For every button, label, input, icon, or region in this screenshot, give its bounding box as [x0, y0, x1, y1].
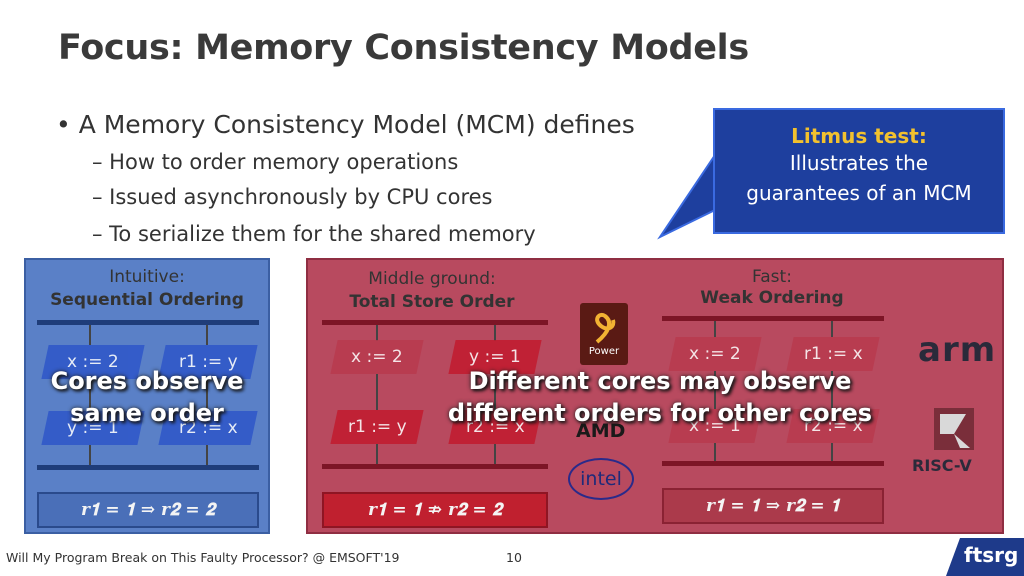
sc-arrow-5: [89, 445, 91, 465]
sub-bullet-1: – How to order memory operations: [92, 150, 459, 174]
sub-bullet-3: – To serialize them for the shared memor…: [92, 222, 536, 246]
bullet-main: • A Memory Consistency Model (MCM) defin…: [56, 110, 635, 139]
intel-logo: intel: [568, 458, 634, 500]
wo-arrow-5: [714, 443, 716, 461]
sc-label: Intuitive:: [109, 267, 185, 287]
tso-arrow-1: [376, 325, 378, 341]
tso-name: Total Store Order: [349, 292, 515, 312]
sequential-ordering-panel: [24, 258, 270, 534]
callout-heading: Litmus test:: [791, 124, 927, 148]
wo-fence-bottom: [662, 461, 884, 466]
wo-label: Fast:: [752, 267, 792, 287]
amd-logo: AMD: [576, 420, 626, 442]
tso-arrow-4: [494, 374, 496, 410]
ftsrg-badge: [946, 538, 1024, 576]
wo-arrow-4: [831, 371, 833, 409]
wo-arrow-6: [831, 443, 833, 461]
page-number: 10: [506, 550, 522, 565]
footer-text: Will My Program Break on This Faulty Pro…: [6, 550, 400, 565]
arm-logo: arm: [918, 330, 997, 370]
sc-fence-bottom: [37, 465, 259, 470]
wo-arrow-2: [831, 321, 833, 337]
sc-arrow-6: [206, 445, 208, 465]
power-logo: Power: [580, 303, 628, 365]
tso-label: Middle ground:: [368, 269, 496, 289]
power-swirl-icon: [595, 312, 616, 344]
tso-result: 𝒓𝟏 = 𝟏 ⇏ 𝒓𝟐 = 𝟐: [322, 492, 548, 528]
wo-arrow-3: [714, 371, 716, 409]
relaxed-models-panel: [306, 258, 1004, 534]
ftsrg-logo: ftsrg: [964, 543, 1019, 567]
sub-bullet-2: – Issued asynchronously by CPU cores: [92, 185, 493, 209]
tso-arrow-5: [376, 444, 378, 464]
slide-title: Focus: Memory Consistency Models: [58, 28, 749, 68]
callout-line-2: guarantees of an MCM: [746, 181, 972, 205]
wo-result: 𝒓𝟏 = 𝟏 ⇒ 𝒓𝟐 = 𝟏: [662, 488, 884, 524]
sc-arrow-4: [206, 379, 208, 411]
wo-name: Weak Ordering: [700, 288, 844, 308]
tso-arrow-3: [376, 374, 378, 410]
wo-fence-top: [662, 316, 884, 321]
sc-result: 𝒓𝟏 = 𝟏 ⇒ 𝒓𝟐 = 𝟐: [37, 492, 259, 528]
sc-name: Sequential Ordering: [50, 290, 244, 310]
riscv-mark-icon: [934, 408, 974, 450]
tso-arrow-6: [494, 444, 496, 464]
sc-arrow-2: [206, 325, 208, 345]
litmus-callout: Litmus test: Illustrates the guarantees …: [713, 108, 1005, 234]
sc-fence-top: [37, 320, 259, 325]
wo-arrow-1: [714, 321, 716, 337]
sc-arrow-1: [89, 325, 91, 345]
tso-fence-bottom: [322, 464, 548, 469]
callout-line-1: Illustrates the: [789, 151, 929, 175]
tso-arrow-2: [494, 325, 496, 341]
sc-arrow-3: [89, 379, 91, 411]
riscv-logo: RISC-V: [912, 456, 972, 475]
tso-fence-top: [322, 320, 548, 325]
